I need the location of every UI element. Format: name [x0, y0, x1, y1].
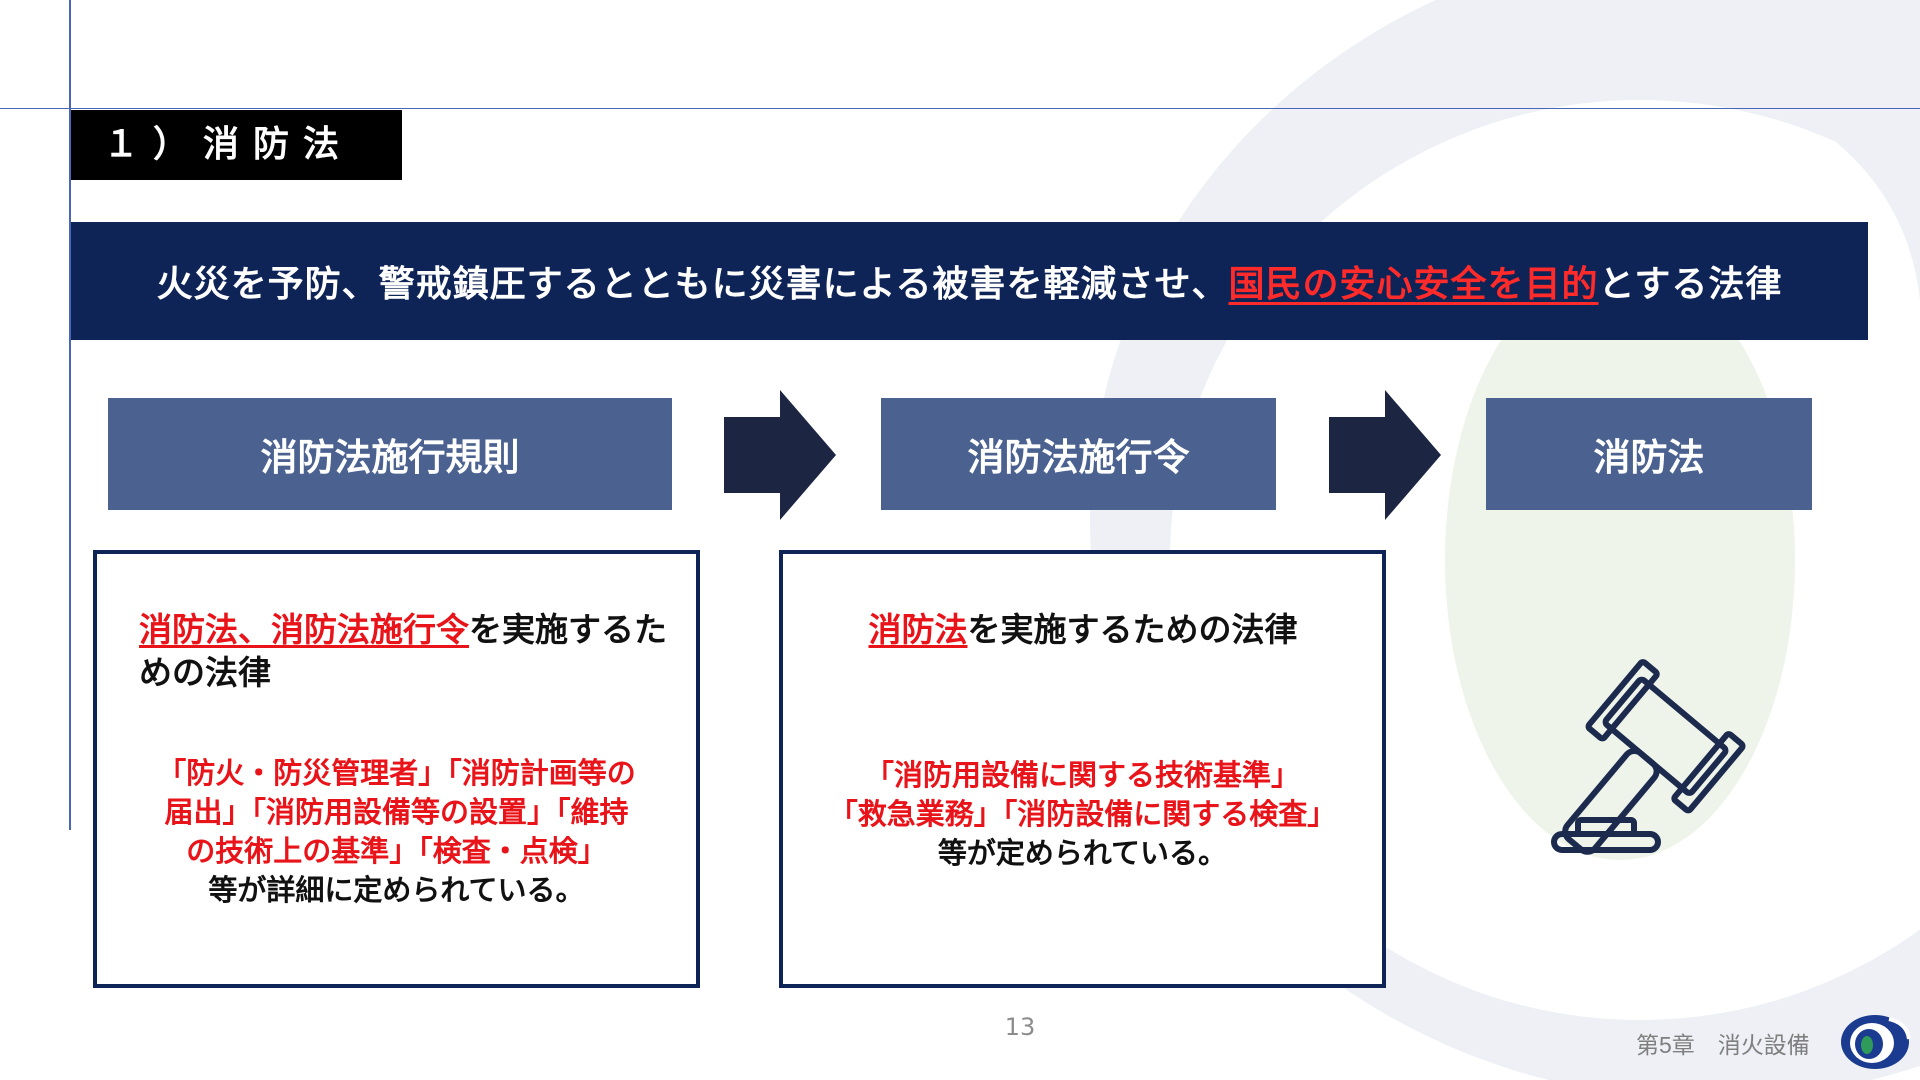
- purpose-banner: 火災を予防、警戒鎮圧するとともに災害による被害を軽減させ、国民の安心安全を目的と…: [71, 222, 1868, 340]
- section-title: １）消防法: [71, 110, 402, 180]
- description-lead: 消防法、消防法施行令を実施するための法律: [139, 608, 679, 694]
- description-detail: 「消防用設備に関する技術基準」 「救急業務」「消防設備に関する検査」 等が定めら…: [783, 756, 1382, 873]
- detail-line: 「救急業務」「消防設備に関する検査」: [828, 797, 1337, 831]
- detail-tail: 等が詳細に定められている。: [208, 873, 585, 907]
- top-guide-line: [0, 108, 1920, 109]
- description-detail: 「防火・防災管理者」「消防計画等の 届出」「消防用設備等の設置」「維持 の技術上…: [97, 754, 696, 910]
- left-guide-line: [69, 0, 71, 830]
- detail-line: の技術上の基準」「検査・点検」: [186, 834, 607, 868]
- box-fire-service-act: 消防法: [1486, 398, 1812, 510]
- right-arrow-icon: [724, 390, 836, 520]
- banner-highlight: 国民の安心安全を目的: [1228, 264, 1599, 305]
- chapter-label: 第5章 消火設備: [1636, 1032, 1810, 1058]
- description-lead-highlight: 消防法、消防法施行令: [139, 610, 469, 649]
- detail-tail: 等が定められている。: [937, 836, 1228, 870]
- banner-text-end: とする法律: [1598, 264, 1783, 305]
- detail-line: 届出」「消防用設備等の設置」「維持: [164, 795, 629, 829]
- right-arrow-icon: [1329, 390, 1441, 520]
- gavel-icon: [1551, 659, 1746, 855]
- description-lead-text: を実施するための法律: [139, 610, 667, 692]
- organization-logo-icon: [1841, 1015, 1911, 1069]
- box-fire-service-ordinance: 消防法施行令: [881, 398, 1276, 510]
- detail-line: 「防火・防災管理者」「消防計画等の: [157, 756, 636, 790]
- page-number: 13: [1004, 1013, 1036, 1041]
- description-lead: 消防法を実施するための法律: [783, 608, 1383, 651]
- description-box-rules: 消防法、消防法施行令を実施するための法律 「防火・防災管理者」「消防計画等の 届…: [93, 550, 700, 988]
- detail-line: 「消防用設備に関する技術基準」: [864, 758, 1300, 792]
- box-fire-service-rules: 消防法施行規則: [108, 398, 672, 510]
- description-lead-text: を実施するための法律: [967, 610, 1298, 649]
- description-box-ordinance: 消防法を実施するための法律 「消防用設備に関する技術基準」 「救急業務」「消防設…: [779, 550, 1386, 988]
- banner-text: 火災を予防、警戒鎮圧するとともに災害による被害を軽減させ、: [156, 264, 1229, 305]
- description-lead-highlight: 消防法: [868, 610, 968, 649]
